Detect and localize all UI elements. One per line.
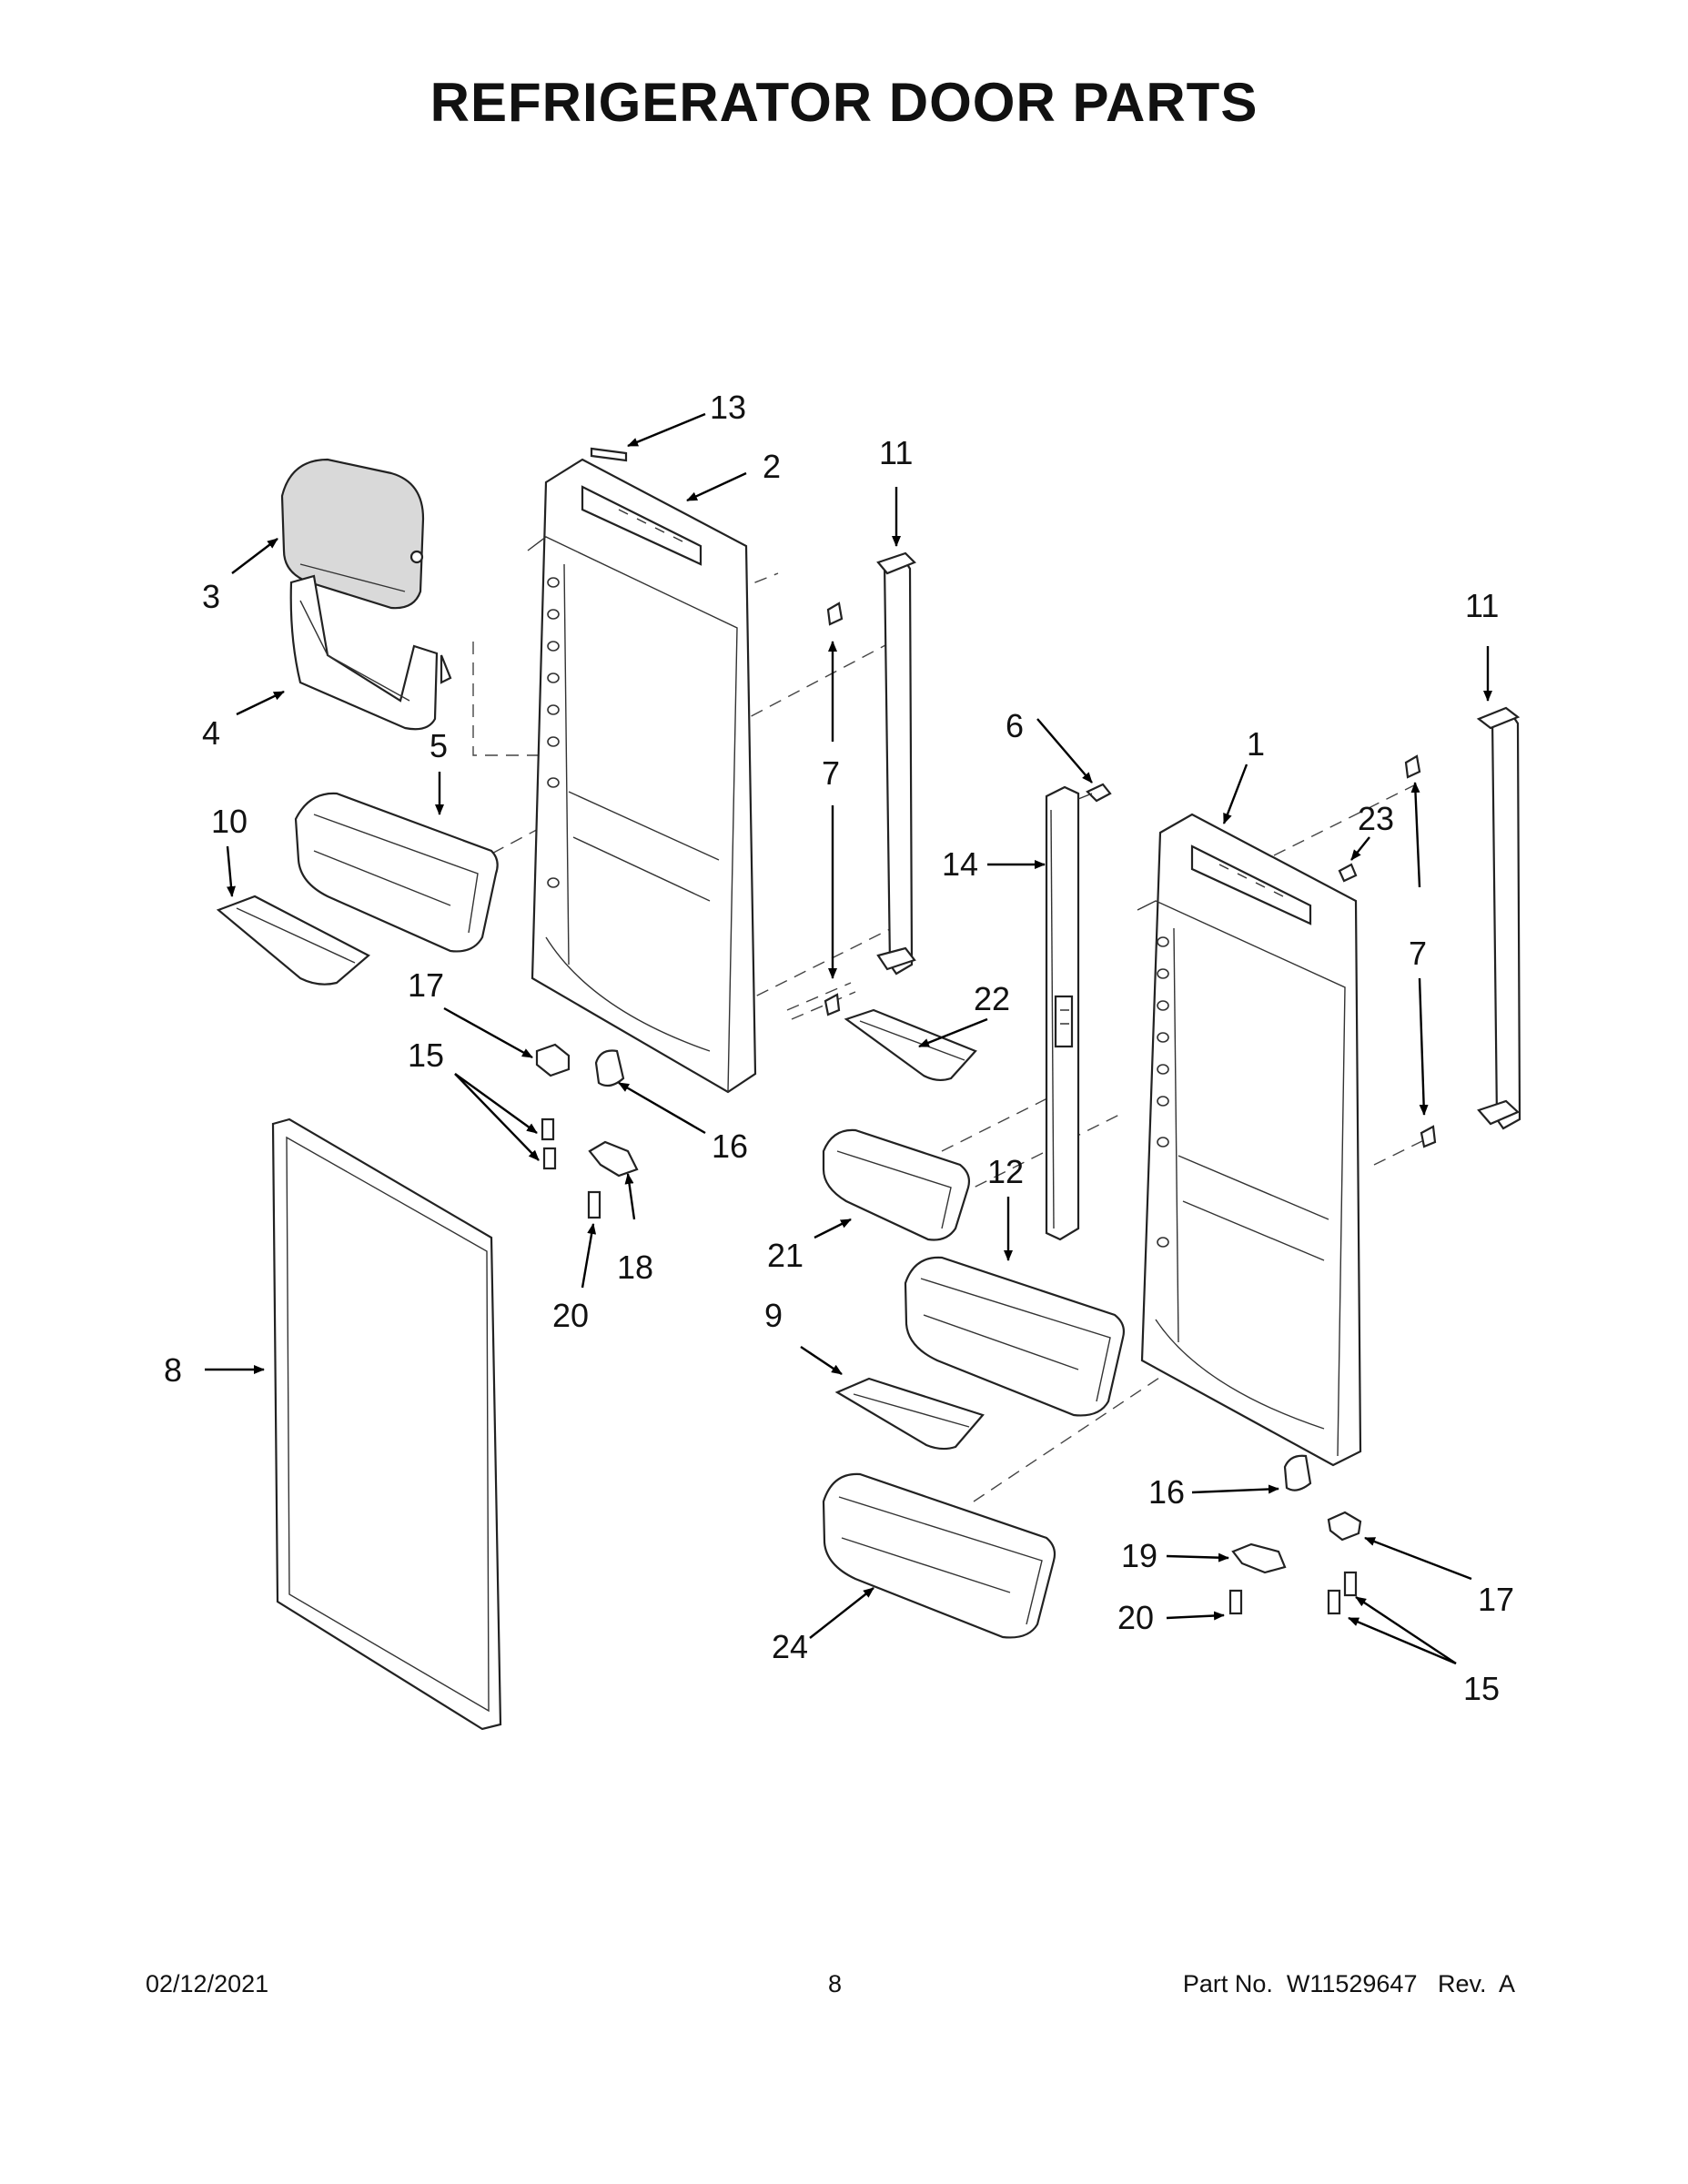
part-6-screw [1077,783,1112,803]
part-5-door-bin [294,792,499,953]
callout-17-right: 17 [1478,1581,1514,1618]
callout-2: 2 [763,448,781,485]
callout-6: 6 [1006,707,1024,744]
footer-part-number: Part No. W11529647 Rev. A [1182,1970,1515,1997]
footer-page-number: 8 [828,1970,843,1997]
part-21-small-bin [822,1128,971,1241]
part-4-bin-frame [289,574,452,731]
right-hinge-hardware [1228,1454,1362,1615]
callout-21: 21 [767,1237,804,1274]
part-1-right-door-liner [1137,813,1362,1467]
part-7-right-pins [1404,754,1437,1148]
callout-4: 4 [202,714,220,752]
callout-16-left: 16 [712,1127,748,1165]
callout-16-right: 16 [1148,1473,1185,1511]
callout-9: 9 [764,1297,783,1334]
callout-20-left: 20 [552,1297,589,1334]
part-10-bin-insert [216,895,370,986]
left-hinge-hardware [535,1043,639,1219]
part-2-left-door-liner [527,458,757,1094]
part-14-center-mullion [1045,785,1080,1241]
part-23-screw [1338,863,1358,883]
part-24-large-door-bin [822,1472,1056,1639]
callout-14: 14 [942,845,978,883]
callout-5: 5 [430,727,448,764]
part-11-left-handle-rod [876,551,916,976]
callout-3: 3 [202,578,220,615]
callout-1: 1 [1247,725,1265,763]
callout-24: 24 [772,1628,808,1665]
page-title: REFRIGERATOR DOOR PARTS [430,72,1258,133]
leader-arrows [205,412,1492,1665]
callout-15-right: 15 [1463,1670,1500,1707]
callout-11-left: 11 [879,434,913,471]
part-8-door-gasket [271,1117,502,1731]
callout-17-left: 17 [408,966,444,1004]
part-12-door-bin [904,1256,1126,1417]
callout-11-right: 11 [1465,587,1499,624]
callout-labels: 13 2 11 3 4 5 10 7 11 6 1 23 7 14 22 17 … [164,389,1514,1707]
part-22-bin-insert [844,1008,977,1082]
part-9-bin-insert [834,1377,985,1451]
footer-date: 02/12/2021 [146,1970,269,1997]
callout-19: 19 [1121,1537,1157,1574]
callout-15-left: 15 [408,1036,444,1074]
part-3-bin-cover [280,458,425,610]
callout-20-right: 20 [1117,1599,1154,1636]
callout-22: 22 [974,980,1010,1017]
callout-18: 18 [617,1249,653,1286]
callout-10: 10 [211,803,248,840]
callout-8: 8 [164,1351,182,1389]
part-11-right-handle-rod [1476,706,1521,1130]
callout-13: 13 [710,389,746,426]
callout-12: 12 [987,1153,1024,1190]
part-13-label [590,447,628,462]
callout-23: 23 [1358,800,1394,837]
callout-7-right: 7 [1409,935,1427,972]
callout-7-left: 7 [822,754,840,792]
part-7-left-pins [824,602,844,1016]
